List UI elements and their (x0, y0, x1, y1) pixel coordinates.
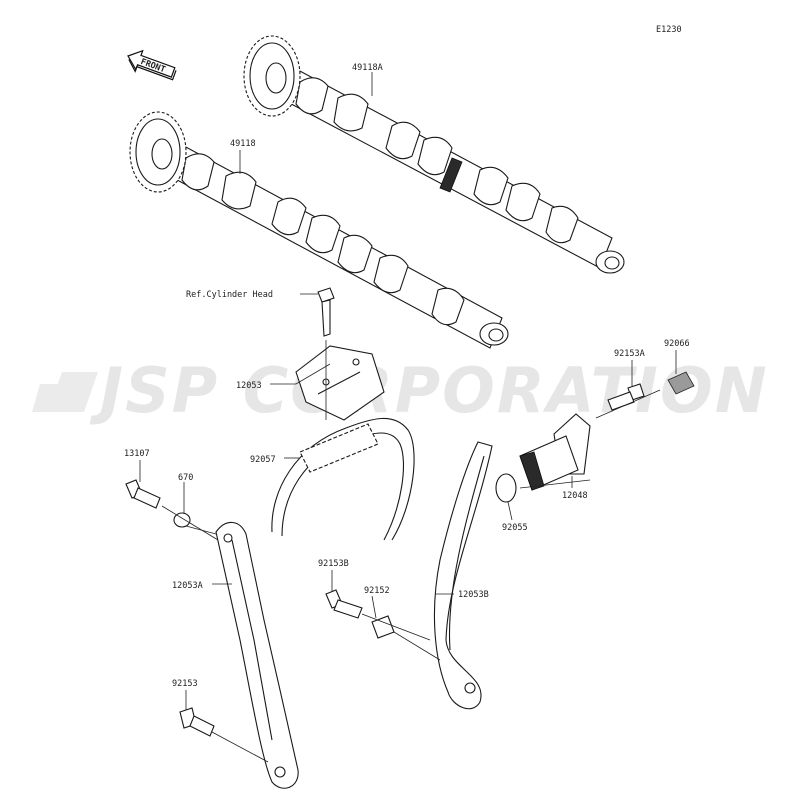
bolt-cylinder-head (317, 287, 335, 337)
callout-49118A: 49118A (352, 63, 383, 73)
chain-guide-12053 (295, 345, 385, 421)
callout-92055: 92055 (502, 523, 528, 533)
callout-92153A: 92153A (614, 349, 645, 359)
front-arrow-icon: FRONT (127, 49, 177, 81)
diagram-code: E1230 (656, 25, 682, 35)
leader-lines (139, 72, 677, 763)
callout-92153B: 92153B (318, 559, 349, 569)
callout-ref-cylinder-head: Ref.Cylinder Head (186, 290, 273, 300)
callout-13107: 13107 (124, 449, 150, 459)
watermark: JSP CORPORATION (32, 354, 769, 427)
bolt-92153A (607, 383, 645, 411)
callout-12053A: 12053A (172, 581, 203, 591)
cam-chain-92057 (271, 417, 415, 541)
callout-12053B: 12053B (458, 590, 489, 600)
callout-92153: 92153 (172, 679, 198, 689)
callout-12053: 12053 (236, 381, 262, 391)
watermark-text: JSP CORPORATION (89, 354, 769, 427)
callout-12048: 12048 (562, 491, 588, 501)
bolt-92153B (325, 589, 363, 619)
bolt-13107 (125, 479, 161, 509)
callout-92057: 92057 (250, 455, 276, 465)
camshaft-49118 (129, 111, 509, 349)
chain-tensioner-12048 (519, 413, 591, 491)
callout-92152: 92152 (364, 586, 390, 596)
camshaft-49118A (243, 35, 625, 274)
bolt-92153 (179, 707, 215, 737)
callout-670: 670 (178, 473, 193, 483)
chain-guide-12053B (433, 441, 493, 710)
plug-92066 (667, 371, 695, 395)
o-ring-92055 (495, 473, 517, 503)
o-ring-670 (173, 512, 191, 528)
chain-guide-12053A (215, 521, 299, 789)
callout-92066: 92066 (664, 339, 690, 349)
callout-49118: 49118 (230, 139, 256, 149)
